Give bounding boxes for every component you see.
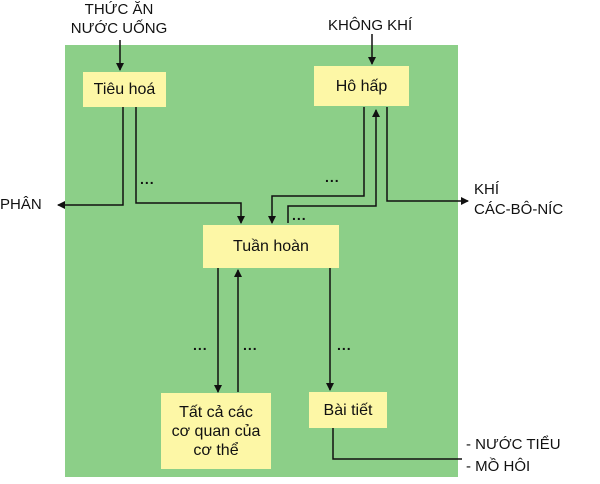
- box-excretion: Bài tiết: [309, 392, 387, 428]
- arrow-digestion-to-feces: [57, 107, 124, 209]
- box-all-organs: Tất cả các cơ quan của cơ thể: [161, 393, 271, 469]
- input-food-label: THỨC ĂN NƯỚC UỐNG: [70, 1, 168, 37]
- arrow-respiration-to-co2: [386, 107, 469, 205]
- line-excretion-to-outputs: [332, 428, 462, 460]
- arrow-circulation-to-respiration: [287, 109, 380, 223]
- output-feces-label: PHÂN: [0, 196, 42, 213]
- arrow-respiration-to-circulation: [268, 107, 365, 224]
- arrow-digestion-to-circulation: [135, 107, 245, 224]
- input-air-label: KHÔNG KHÍ: [328, 17, 413, 34]
- blank-circulation-excretion: ...: [337, 337, 352, 353]
- output-co2-label: KHÍ CÁC-BÔ-NÍC: [474, 181, 564, 218]
- blank-circulation-organs: ...: [193, 337, 208, 353]
- blank-digestion-circulation: ...: [140, 171, 155, 187]
- blank-respiration-circulation: ...: [325, 169, 340, 185]
- blank-organs-circulation: ...: [243, 337, 258, 353]
- box-circulation: Tuần hoàn: [203, 225, 339, 268]
- output-urine-label: - NƯỚC TIỂU: [466, 436, 561, 453]
- box-digestion: Tiêu hoá: [83, 72, 166, 107]
- box-respiration: Hô hấp: [314, 66, 409, 106]
- blank-circulation-respiration: ...: [292, 207, 307, 223]
- output-sweat-label: - MỒ HÔI: [466, 458, 531, 475]
